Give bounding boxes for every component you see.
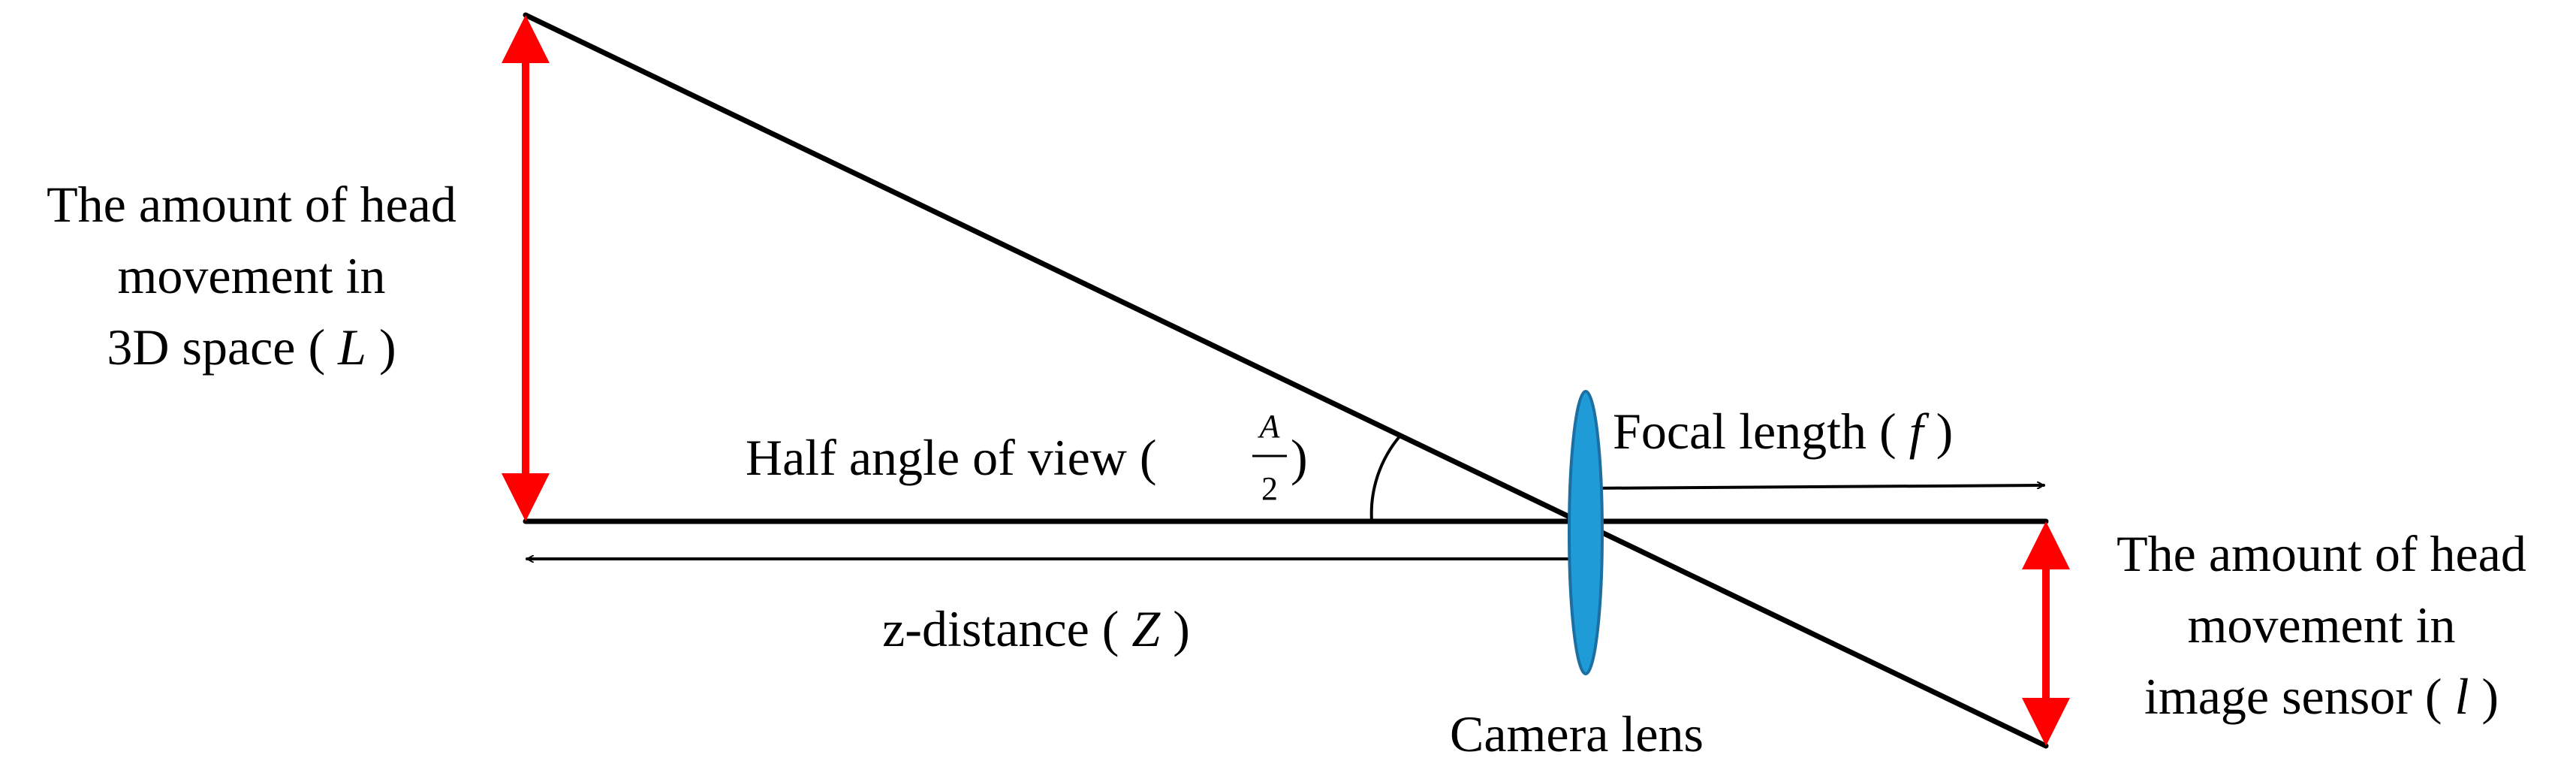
head-movement-3d-line2: movement in bbox=[118, 247, 386, 304]
head-movement-sensor-arrowhead-bottom bbox=[2022, 698, 2070, 746]
head-movement-sensor-line3: image sensor ( l ) bbox=[2144, 668, 2499, 725]
head-movement-3d-symbol: L bbox=[337, 319, 366, 376]
z-distance-label: z-distance ( Z ) bbox=[882, 600, 1190, 657]
head-movement-sensor-line1: The amount of head bbox=[2117, 525, 2526, 582]
camera-lens-label: Camera lens bbox=[1450, 705, 1704, 762]
head-movement-sensor-arrow bbox=[2022, 521, 2070, 746]
half-angle-arc bbox=[1369, 434, 1402, 523]
camera-lens-icon bbox=[1568, 390, 1604, 675]
z-distance-suffix: ) bbox=[1160, 600, 1190, 657]
head-movement-3d-line3-prefix: 3D space ( bbox=[107, 319, 338, 376]
z-distance-symbol: Z bbox=[1131, 600, 1161, 657]
focal-length-arrow bbox=[1584, 485, 2045, 488]
z-distance-prefix: z-distance ( bbox=[882, 600, 1131, 657]
half-angle-label: Half angle of view ( A 2 ) bbox=[746, 408, 1308, 507]
head-movement-3d-line1: The amount of head bbox=[47, 176, 456, 233]
focal-length-suffix: ) bbox=[1924, 403, 1954, 460]
head-movement-sensor-line2: movement in bbox=[2188, 596, 2456, 654]
head-movement-3d-label: The amount of head movement in 3D space … bbox=[47, 176, 456, 376]
head-movement-sensor-line3-prefix: image sensor ( bbox=[2144, 668, 2455, 725]
head-movement-sensor-symbol: l bbox=[2454, 668, 2469, 725]
half-angle-suffix: ) bbox=[1291, 429, 1308, 486]
half-angle-numerator: A bbox=[1258, 408, 1281, 445]
head-movement-sensor-arrowhead-top bbox=[2022, 521, 2070, 569]
focal-length-prefix: Focal length ( bbox=[1613, 403, 1909, 460]
head-movement-3d-arrowhead-bottom bbox=[502, 473, 550, 521]
half-angle-denominator: 2 bbox=[1261, 470, 1278, 507]
head-movement-3d-line3-suffix: ) bbox=[366, 319, 396, 376]
sight-ray-line bbox=[523, 12, 2049, 749]
head-movement-sensor-line3-suffix: ) bbox=[2469, 668, 2499, 725]
head-movement-3d-arrow bbox=[502, 15, 550, 521]
head-movement-3d-line3: 3D space ( L ) bbox=[107, 319, 396, 376]
head-movement-sensor-label: The amount of head movement in image sen… bbox=[2117, 525, 2526, 725]
focal-length-label: Focal length ( f ) bbox=[1613, 403, 1953, 460]
head-movement-3d-arrowhead-top bbox=[502, 15, 550, 63]
half-angle-prefix: Half angle of view ( bbox=[746, 429, 1157, 486]
